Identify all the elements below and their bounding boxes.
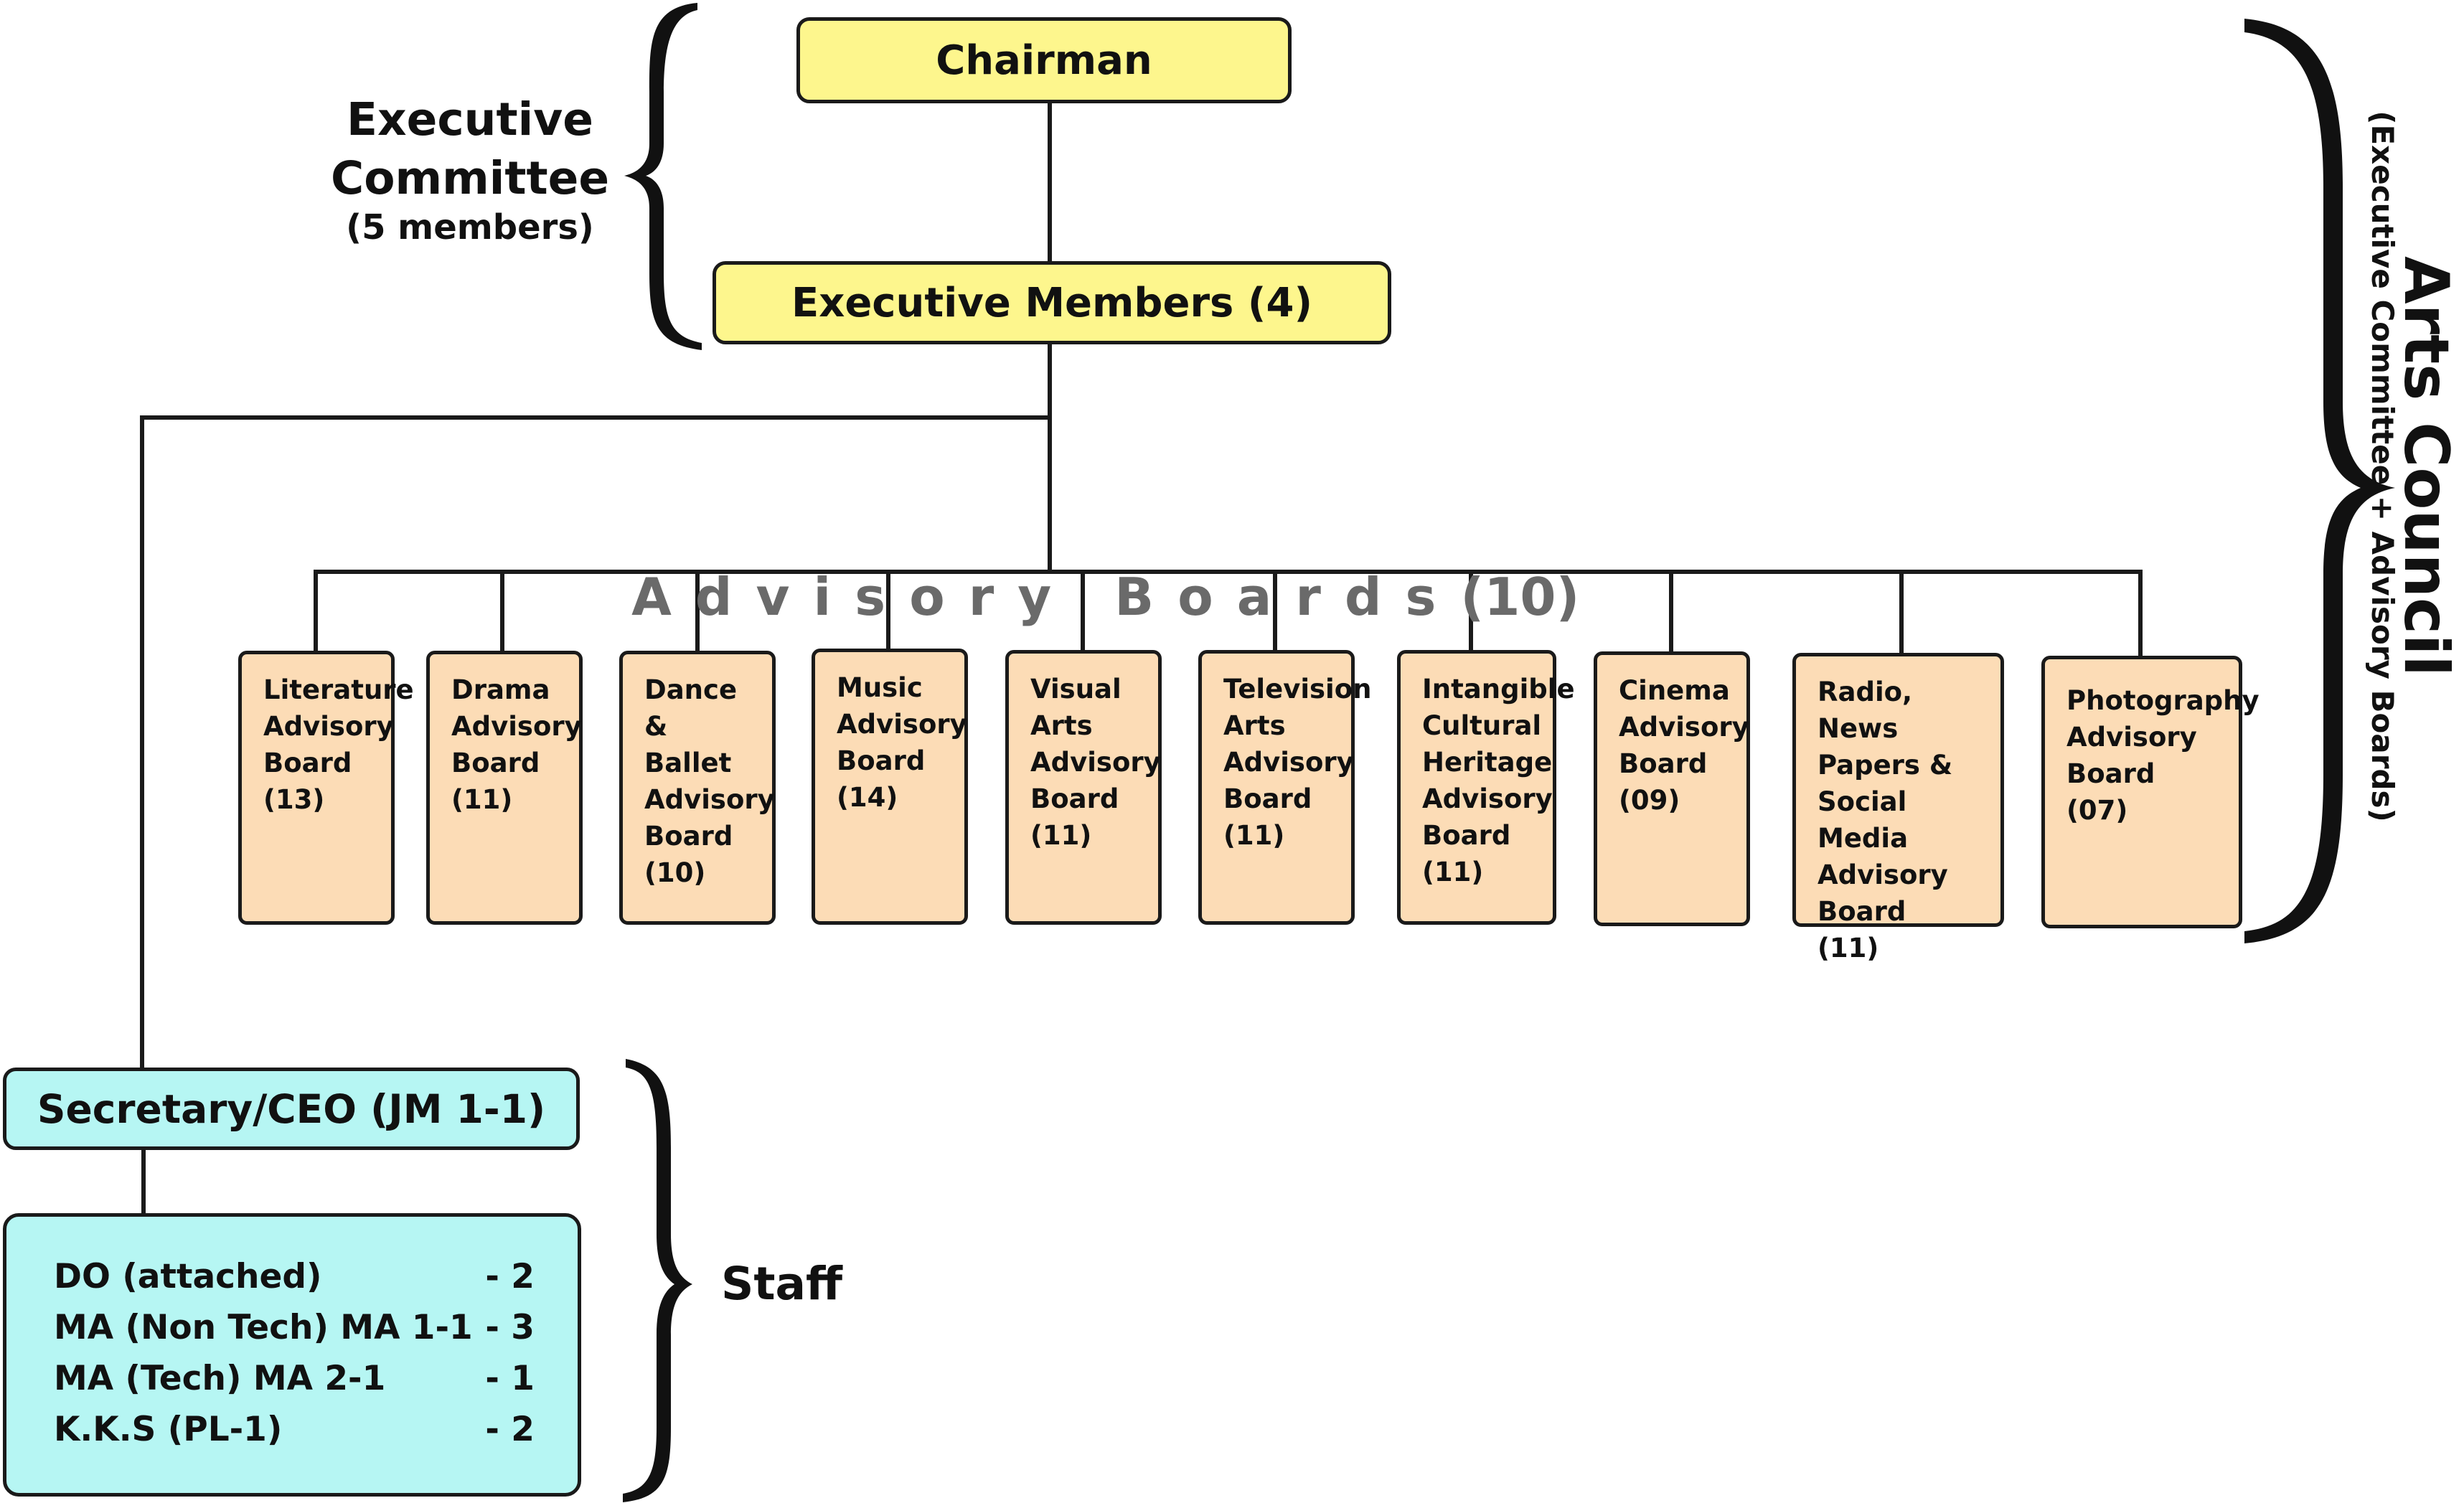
staff-list: DO (attached) - 2 MA (Non Tech) MA 1-1 -… [3,1213,581,1497]
staff-row: K.K.S (PL-1) - 2 [54,1404,535,1455]
arts-council-label: Arts Council [2390,0,2463,933]
board-visual-arts: Visual Arts Advisory Board (11) [1005,650,1162,925]
staff-row: DO (attached) - 2 [54,1251,535,1302]
board-cinema: Cinema Advisory Board (09) [1594,651,1750,926]
brace-executive-committee [624,3,702,350]
board-music: Music Advisory Board (14) [812,649,968,925]
executive-members-box: Executive Members (4) [713,261,1391,344]
advisory-boards-word1: A d v i s o r y [631,567,1055,627]
staff-label: Staff [721,1258,843,1310]
staff-role: DO (attached) [54,1257,322,1296]
advisory-boards-label: A d v i s o r y B o a r d s (10) [596,500,1579,629]
board-intangible-heritage: Intangible Cultural Heritage Advisory Bo… [1397,650,1575,925]
staff-role: MA (Tech) MA 2-1 [54,1359,386,1398]
advisory-boards-count: (10) [1460,567,1580,627]
staff-count: - 2 [485,1410,535,1449]
arts-council-title: Arts Council [2390,256,2462,677]
staff-row: MA (Tech) MA 2-1 - 1 [54,1353,535,1404]
board-radio-news-social: Radio, News Papers & Social Media Adviso… [1792,653,2004,963]
staff-role: K.K.S (PL-1) [54,1410,283,1449]
secretary-box: Secretary/CEO (JM 1-1) [3,1068,580,1150]
brace-staff [623,1059,692,1502]
staff-count: - 1 [485,1359,535,1398]
board-drama: Drama Advisory Board (11) [426,651,583,925]
arts-council-subtitle-wrap: (Executive Committee + Advisory Boards) [2364,0,2400,933]
advisory-boards-word2: B o a r d s [1114,567,1439,627]
executive-committee-line2: Committee [330,152,610,204]
executive-committee-line1: Executive [346,93,594,146]
staff-count: - 2 [485,1257,535,1296]
executive-members-label: Executive Members (4) [791,279,1313,326]
arts-council-subtitle: (Executive Committee + Advisory Boards) [2365,110,2400,822]
executive-committee-line3: (5 members) [346,207,594,248]
chairman-label: Chairman [936,37,1152,84]
chairman-box: Chairman [796,17,1292,103]
executive-committee-label: Executive Committee (5 members) [316,90,624,251]
secretary-label: Secretary/CEO (JM 1-1) [37,1085,546,1132]
brace-arts-council [2244,19,2395,943]
staff-count: - 3 [485,1308,535,1347]
board-dance-ballet: Dance & Ballet Advisory Board (10) [619,651,776,925]
board-literature: Literature Advisory Board (13) [238,651,414,925]
staff-role: MA (Non Tech) MA 1-1 [54,1308,473,1347]
board-television-arts: Television Arts Advisory Board (11) [1198,650,1371,925]
staff-row: MA (Non Tech) MA 1-1 - 3 [54,1302,535,1353]
board-photography: Photography Advisory Board (07) [2041,656,2260,928]
